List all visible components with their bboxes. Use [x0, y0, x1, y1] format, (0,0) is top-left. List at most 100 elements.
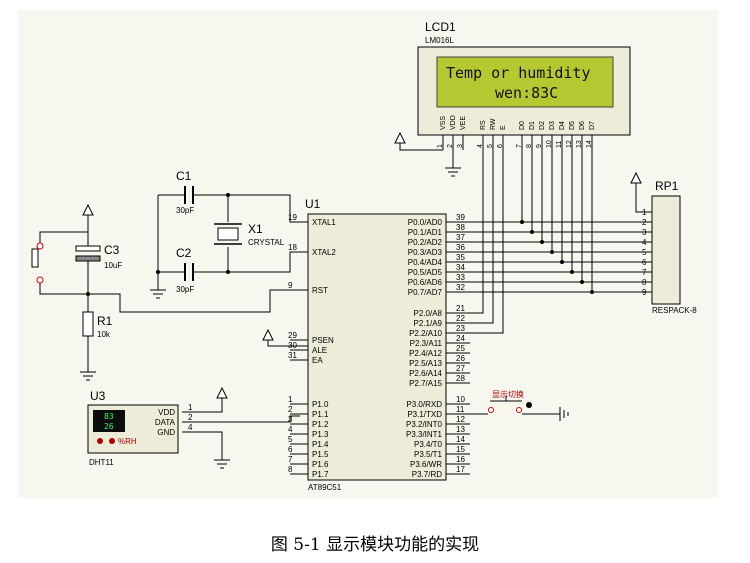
- figure-caption: 图 5-1 显示模块功能的实现: [270, 535, 480, 555]
- lcd-pin-number: 7: [516, 144, 523, 148]
- mcu-pin-number: 1: [288, 395, 293, 404]
- mcu-pin-name: P2.4/A12: [409, 349, 442, 358]
- lcd-pin-number: 5: [487, 144, 494, 148]
- lcd-pin-number: 1: [437, 144, 444, 148]
- lcd-pin-number: 4: [477, 144, 484, 148]
- mcu-pin-number: 5: [288, 435, 293, 444]
- mcu-pin-number: 8: [288, 465, 293, 474]
- mcu-ref: U1: [305, 197, 321, 211]
- rp1-ref: RP1: [655, 179, 679, 193]
- mcu-pin-number: 25: [456, 344, 465, 353]
- c3-value: 10uF: [104, 261, 122, 270]
- mcu-pin-number: 10: [456, 395, 465, 404]
- mcu-pin-number: 7: [288, 455, 293, 464]
- lcd-pin-number: 14: [586, 140, 593, 148]
- lcd-line-2: wen:83C: [495, 84, 558, 102]
- mcu-pin-name: EA: [312, 356, 323, 365]
- c2-value: 30pF: [176, 285, 194, 294]
- lcd-line-1: Temp or humidity: [446, 64, 591, 82]
- lcd-pin-name: D5: [569, 121, 576, 130]
- control-wire: [470, 150, 494, 324]
- mcu-pin-number: 14: [456, 435, 465, 444]
- mcu-pin-number: 28: [456, 374, 465, 383]
- mcu-pin-number: 26: [456, 354, 465, 363]
- lcd-pin-number: 12: [566, 140, 573, 148]
- rp1-body: [651, 195, 681, 305]
- mcu-right-pins: 39P0.0/AD038P0.1/AD137P0.2/AD236P0.3/AD3…: [406, 213, 470, 479]
- mcu-pin-number: 12: [456, 415, 465, 424]
- data-bus-wires: [470, 150, 652, 334]
- mcu-pin-name: P2.5/A13: [409, 359, 442, 368]
- mcu-pin-name: P2.7/A15: [409, 379, 442, 388]
- mcu-pin-name: XTAL2: [312, 248, 336, 257]
- mcu-left-pins: 19XTAL118XTAL29RST29PSEN30ALE31EA1P1.02P…: [288, 213, 336, 479]
- mcu-pin-number: 33: [456, 273, 465, 282]
- mcu-pin-number: 34: [456, 263, 465, 272]
- mcu-pin-number: 31: [288, 351, 297, 360]
- u3-pin-name: VDD: [158, 408, 175, 417]
- lcd-pin-name: D0: [519, 121, 526, 130]
- mcu-pin-number: 22: [456, 314, 465, 323]
- bus-junction: [530, 230, 534, 234]
- mcu-pin-name: P1.7: [312, 470, 329, 479]
- mcu-pin-name: P1.6: [312, 460, 329, 469]
- mcu-part: AT89C51: [308, 483, 342, 492]
- mcu-pin-name: P0.4/AD4: [408, 258, 443, 267]
- ea-wire: [267, 340, 308, 347]
- lcd-pin-name: VDD: [450, 115, 457, 130]
- bus-junction: [540, 240, 544, 244]
- mcu-pin-name: P3.2/INT0: [406, 420, 443, 429]
- mcu-pin-name: P2.2/A10: [409, 329, 442, 338]
- bus-junction: [550, 250, 554, 254]
- u3-rh-label: %RH: [118, 437, 137, 446]
- mcu-pin-name: P0.1/AD1: [408, 228, 443, 237]
- lcd-pin-name: D2: [539, 121, 546, 130]
- mcu-pin-name: P0.3/AD3: [408, 248, 443, 257]
- u3-button-down[interactable]: [97, 438, 103, 444]
- mcu-pin-number: 21: [456, 304, 465, 313]
- mcu-pin-name: P0.6/AD6: [408, 278, 443, 287]
- mcu-pin-number: 27: [456, 364, 465, 373]
- mcu-pin-name: P2.0/A8: [414, 309, 443, 318]
- mcu-pin-name: P3.7/RD: [412, 470, 442, 479]
- control-wire: [470, 150, 484, 314]
- bus-junction: [580, 280, 584, 284]
- rp1-part: RESPACK-8: [652, 306, 697, 315]
- mcu-pin-number: 11: [456, 405, 465, 414]
- lcd-pin-name: D6: [579, 121, 586, 130]
- u3-pin-name: DATA: [155, 418, 176, 427]
- control-wire: [470, 150, 504, 334]
- crystal-section: C1 30pF C2 30pF X1 CRYSTAL: [150, 169, 308, 299]
- switch-label: 显示切换: [492, 389, 524, 399]
- lcd-pin-number: 13: [576, 140, 583, 148]
- mcu-pin-number: 39: [456, 213, 465, 222]
- lcd-screen: [436, 56, 614, 108]
- lcd-pin-number: 3: [457, 144, 464, 148]
- mcu-pin-number: 9: [288, 281, 293, 290]
- mcu-pin-name: P3.0/RXD: [406, 400, 442, 409]
- lcd-pin-name: D1: [529, 121, 536, 130]
- mcu-body: [307, 213, 447, 481]
- mcu-pin-number: 29: [288, 331, 297, 340]
- u3-display: [93, 410, 125, 432]
- lcd-pin-number: 8: [526, 144, 533, 148]
- reset-section: C3 10uF R1 10k: [31, 203, 308, 381]
- mcu-pin-number: 4: [288, 425, 293, 434]
- lcd-pin-number: 2: [447, 144, 454, 148]
- mcu-pin-number: 35: [456, 253, 465, 262]
- schematic-canvas: LCD1 LM016L Temp or humidity wen:83C VSS…: [18, 10, 718, 498]
- u3-button-up[interactable]: [109, 438, 115, 444]
- lcd-module: LCD1 LM016L Temp or humidity wen:83C VSS…: [394, 20, 631, 177]
- r1-value: 10k: [97, 330, 111, 339]
- u3-pin-name: GND: [157, 428, 175, 437]
- u3-pin-number: 1: [188, 403, 193, 412]
- lcd-pin-name: RW: [490, 118, 497, 130]
- mcu-pin-number: 23: [456, 324, 465, 333]
- display-switch[interactable]: 显示切换: [446, 389, 569, 421]
- bus-junction: [590, 290, 594, 294]
- lcd-part: LM016L: [425, 36, 454, 45]
- ea-power-arrow: [262, 328, 274, 341]
- mcu-pin-name: P1.5: [312, 450, 329, 459]
